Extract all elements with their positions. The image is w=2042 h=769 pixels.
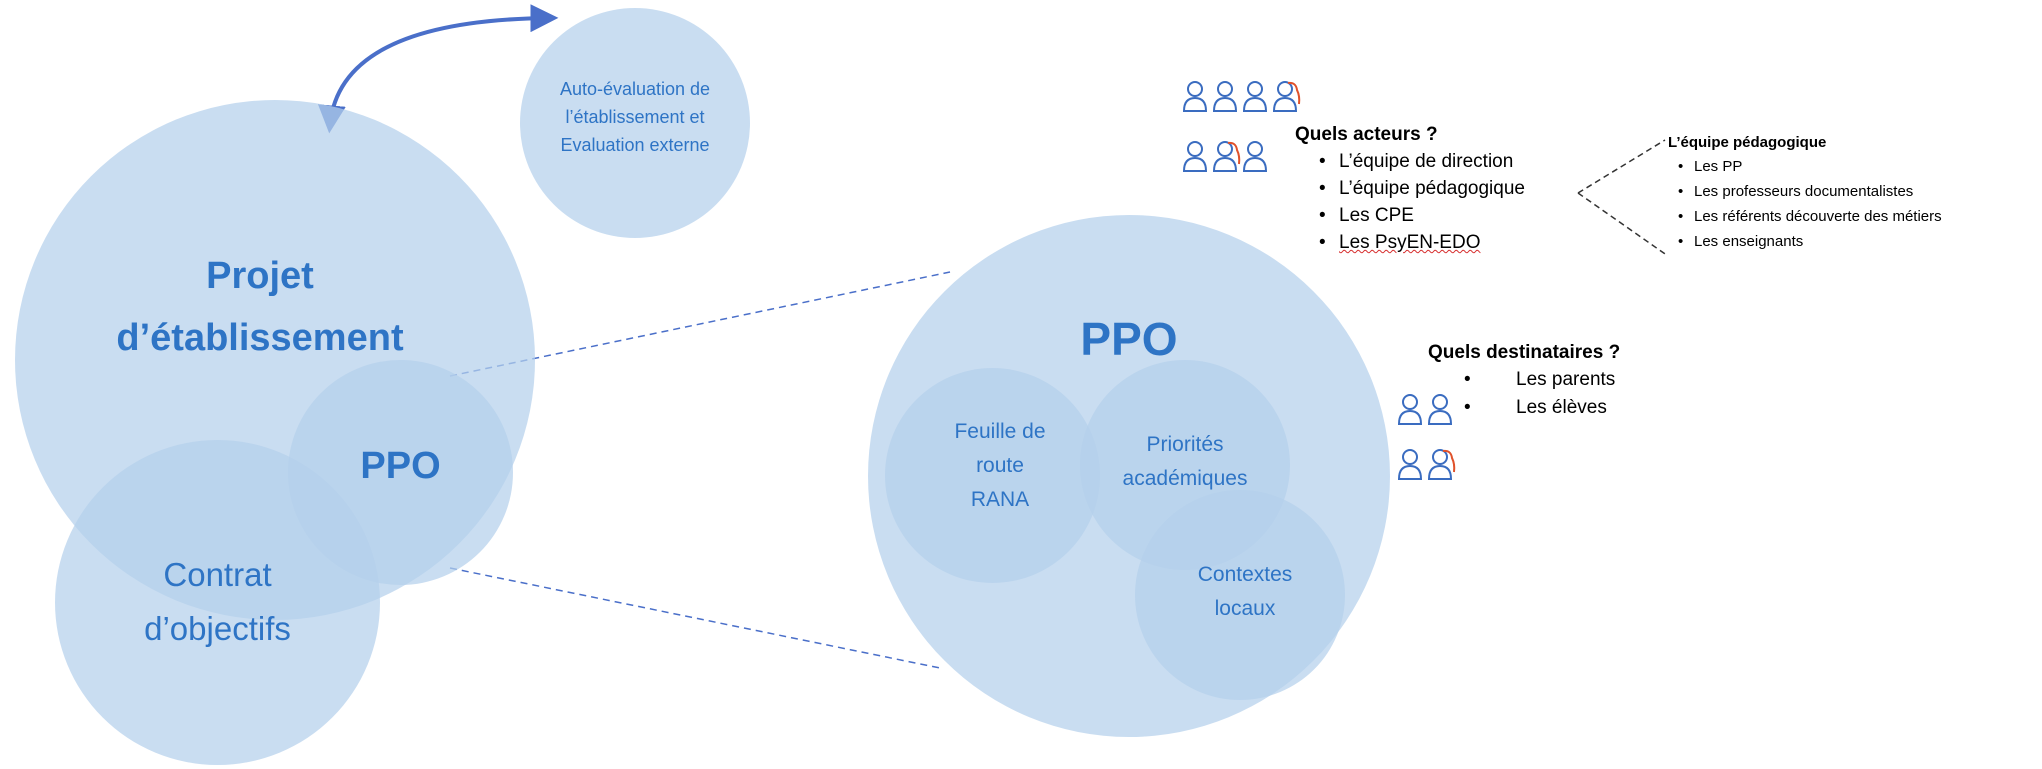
feuille-circle bbox=[885, 368, 1100, 583]
acteur-item: Les PsyEN-EDO bbox=[1315, 229, 1525, 256]
person-icon bbox=[1427, 394, 1453, 425]
contrat-label: Contrat d’objectifs bbox=[144, 556, 291, 647]
ppo-small-circle bbox=[288, 360, 513, 585]
equipe-title: L’équipe pédagogique bbox=[1668, 134, 1827, 151]
person-icon bbox=[1182, 81, 1208, 112]
acteurs-list: L’équipe de direction L’équipe pédagogiq… bbox=[1315, 148, 1525, 256]
branch-line-top bbox=[1577, 139, 1666, 194]
destinataires-title: Quels destinataires ? bbox=[1428, 342, 1621, 363]
equipe-list: Les PP Les professeurs documentalistes L… bbox=[1672, 154, 1942, 254]
equipe-block: L’équipe pédagogique Les PP Les professe… bbox=[1668, 132, 1942, 254]
person-icon bbox=[1182, 141, 1208, 172]
equipe-item: Les référents découverte des métiers bbox=[1672, 204, 1942, 229]
acteur-item: L’équipe pédagogique bbox=[1315, 175, 1525, 202]
projet-label: Projet d’établissement bbox=[116, 255, 404, 359]
equipe-item: Les PP bbox=[1672, 154, 1942, 179]
ppo-small-label: PPO bbox=[360, 445, 441, 487]
double-arrow bbox=[317, 4, 559, 134]
ppo-big-title: PPO bbox=[1080, 313, 1178, 365]
priorites-label: Priorités académiques bbox=[1122, 433, 1248, 490]
person-icon bbox=[1212, 81, 1238, 112]
person-highlight-icon bbox=[1272, 81, 1301, 112]
person-icon bbox=[1397, 449, 1423, 480]
equipe-item: Les enseignants bbox=[1672, 229, 1942, 254]
branch-line-bottom bbox=[1577, 192, 1669, 257]
feuille-label: Feuille de route RANA bbox=[954, 420, 1046, 511]
person-icon bbox=[1397, 394, 1423, 425]
people-icons-row-4 bbox=[1397, 449, 1456, 480]
person-highlight-icon bbox=[1427, 449, 1456, 480]
destinataires-list: Les parents Les élèves bbox=[1460, 366, 1620, 422]
destinataire-item: Les élèves bbox=[1460, 394, 1620, 422]
person-highlight-icon bbox=[1212, 141, 1241, 172]
person-icon bbox=[1242, 141, 1268, 172]
destinataires-block: Quels destinataires ? Les parents Les él… bbox=[1428, 340, 1620, 422]
contextes-circle bbox=[1135, 490, 1345, 700]
person-icon bbox=[1242, 81, 1268, 112]
destinataire-item: Les parents bbox=[1460, 366, 1620, 394]
people-icons-row-1 bbox=[1182, 81, 1301, 112]
zoom-line-bottom bbox=[449, 567, 941, 669]
acteurs-title: Quels acteurs ? bbox=[1295, 124, 1438, 145]
auto-eval-circle bbox=[520, 8, 750, 238]
auto-eval-label: Auto-évaluation de l’établissement et Ev… bbox=[559, 79, 711, 155]
contextes-label: Contextes locaux bbox=[1197, 563, 1293, 620]
people-icons-row-3 bbox=[1397, 394, 1453, 425]
acteur-item: Les CPE bbox=[1315, 202, 1525, 229]
acteurs-block: Quels acteurs ? L’équipe de direction L’… bbox=[1295, 122, 1525, 256]
equipe-item: Les professeurs documentalistes bbox=[1672, 179, 1942, 204]
people-icons-row-2 bbox=[1182, 141, 1268, 172]
acteur-item: L’équipe de direction bbox=[1315, 148, 1525, 175]
